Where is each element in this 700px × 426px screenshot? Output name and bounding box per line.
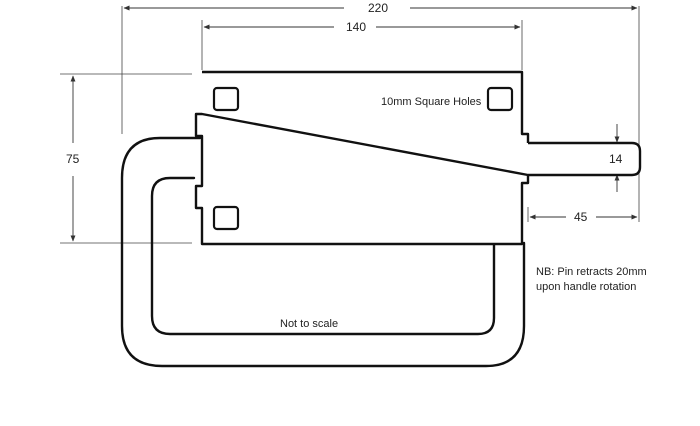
square-hole-top-right: [486, 86, 514, 112]
dim-45-label: 45: [574, 210, 588, 224]
dim-140-label: 140: [346, 20, 367, 34]
note-line-2: upon handle rotation: [536, 281, 637, 293]
plate-outline: [194, 70, 530, 246]
handle-inner-outline: [150, 176, 496, 336]
pin-outline: [528, 141, 642, 177]
holes-label: 10mm Square Holes: [381, 96, 482, 108]
square-hole-top-left: [212, 86, 240, 112]
note-line-1: NB: Pin retracts 20mm: [536, 266, 647, 278]
extension-lines: [60, 6, 640, 244]
square-hole-bottom-left: [212, 205, 240, 231]
dim-14-label: 14: [609, 152, 623, 166]
not-to-scale-label: Not to scale: [280, 318, 339, 330]
dim-220-label: 220: [368, 1, 389, 15]
handle-outline: [120, 136, 526, 368]
dimension-lines: [70, 5, 638, 242]
dim-75-label: 75: [66, 152, 80, 166]
